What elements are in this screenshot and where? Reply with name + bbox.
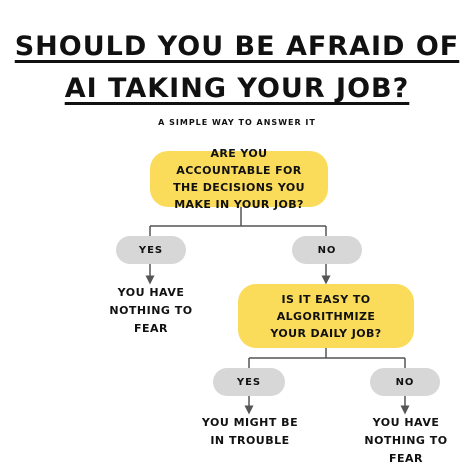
question-1-box: ARE YOU ACCOUNTABLE FOR THE DECISIONS YO… xyxy=(150,147,328,211)
q2-yes-outcome: YOU MIGHT BE IN TROUBLE xyxy=(201,416,299,447)
subtitle: A SIMPLE WAY TO ANSWER IT xyxy=(158,118,316,127)
title-line-1: SHOULD YOU BE AFRAID OF xyxy=(14,31,460,62)
q2-yes-pill: YES xyxy=(213,368,285,396)
question-2-box: IS IT EASY TO ALGORITHMIZE YOUR DAILY JO… xyxy=(238,284,414,348)
q2-to-answers-connector xyxy=(248,348,406,368)
title-line-2: AI TAKING YOUR JOB? xyxy=(64,73,410,104)
q1-to-answers-connector xyxy=(149,206,327,236)
q2-no-pill: NO xyxy=(370,368,440,396)
q2-no-outcome: YOU HAVE NOTHING TO FEAR xyxy=(364,416,448,465)
q1-yes-outcome: YOU HAVE NOTHING TO FEAR xyxy=(109,286,193,335)
q1-no-pill: NO xyxy=(292,236,362,264)
q1-yes-pill: YES xyxy=(116,236,186,264)
